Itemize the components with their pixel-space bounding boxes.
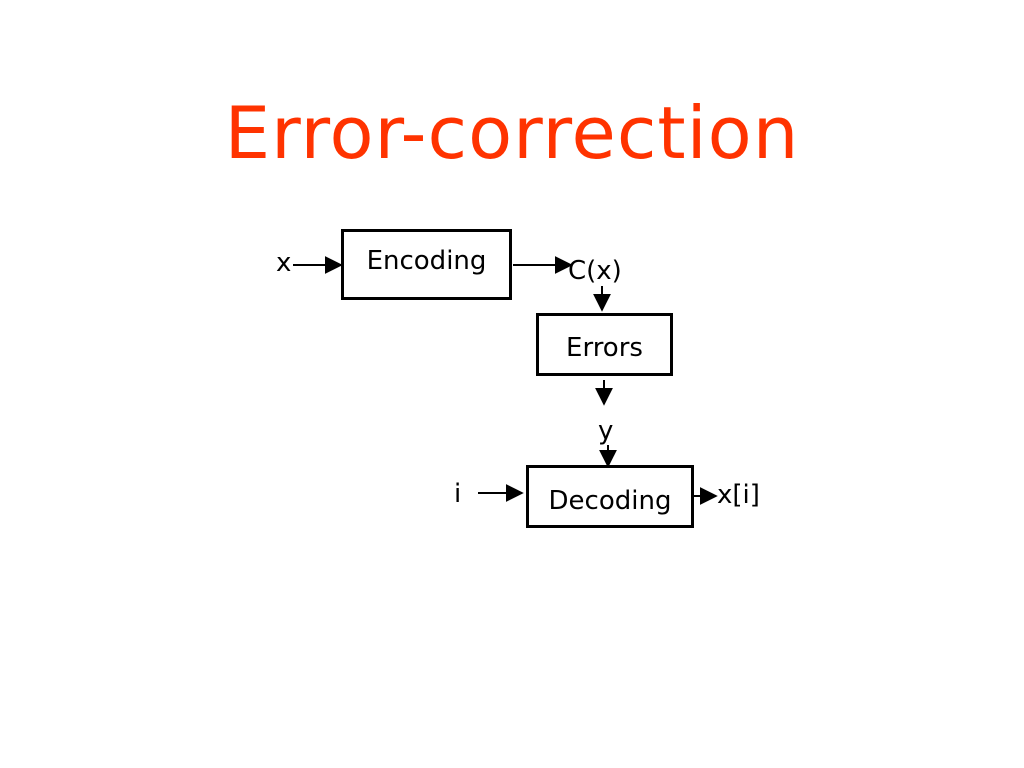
input-x-label: x [276,248,292,278]
decoding-label: Decoding [548,485,672,516]
errors-box: Errors [536,313,673,376]
codeword-label: C(x) [568,256,622,286]
output-xi-label: x[i] [717,480,760,510]
slide-title: Error-correction [224,91,800,175]
encoding-box: Encoding [341,229,512,300]
decoding-box: Decoding [526,465,694,528]
index-i-label: i [454,479,462,509]
errors-label: Errors [566,332,643,363]
received-y-label: y [598,416,614,446]
encoding-label: Encoding [366,245,487,276]
